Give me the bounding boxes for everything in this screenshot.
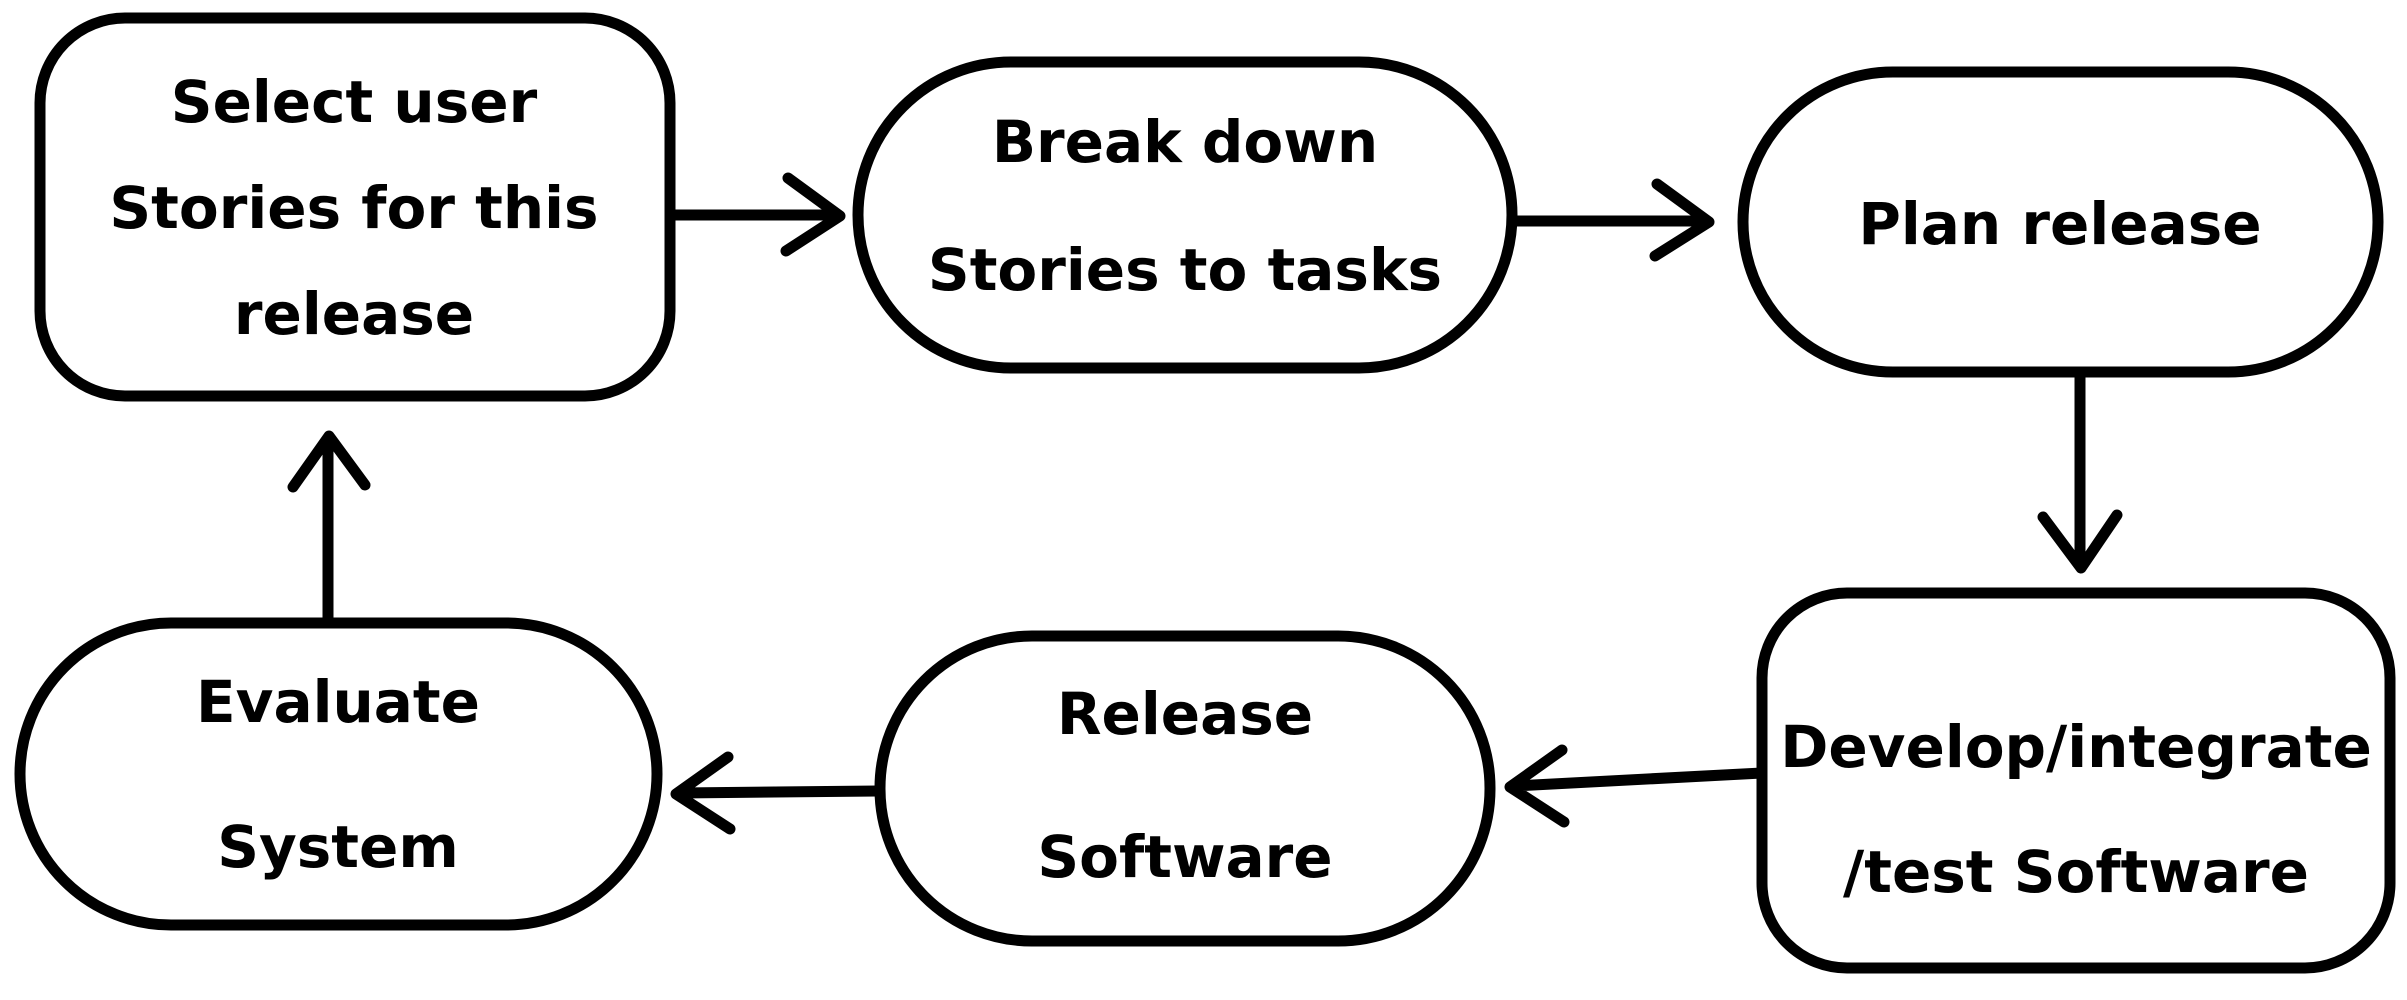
- node-evaluate-system-label-line1: Evaluate: [196, 668, 480, 736]
- node-develop-test-shape: [1756, 587, 2396, 974]
- node-break-down-label-line2: Stories to tasks: [928, 236, 1442, 304]
- node-select-stories-label-line2: Stories for this: [109, 174, 598, 242]
- node-break-down-label-line1: Break down: [992, 108, 1378, 176]
- node-release-software-label-line1: Release: [1057, 680, 1313, 748]
- node-break-down-shape: [852, 56, 1518, 374]
- edge-develop-to-release-arrow: [1504, 744, 1768, 828]
- edge-release-to-evaluate-arrow: [670, 751, 884, 835]
- edge-select-to-breakdown-arrow: [664, 172, 846, 257]
- node-release-software-label-line2: Software: [1037, 823, 1332, 891]
- node-evaluate-system-shape: [14, 617, 663, 931]
- edge-plan-to-develop-arrow: [2037, 366, 2123, 574]
- node-select-stories-label-line3: release: [234, 280, 474, 348]
- node-select-stories-shape: [34, 12, 676, 402]
- node-evaluate-system-label-line2: System: [217, 813, 459, 881]
- node-plan-release-shape: [1737, 66, 2384, 378]
- edge-breakdown-to-plan-arrow: [1506, 178, 1715, 262]
- node-select-stories-label-line1: Select user: [171, 68, 538, 136]
- node-develop-test-label-line2: /test Software: [1843, 838, 2309, 906]
- edge-evaluate-to-select-arrow: [287, 430, 371, 628]
- node-plan-release-label: Plan release: [1858, 190, 2261, 258]
- node-develop-test-label-line1: Develop/integrate: [1780, 713, 2372, 781]
